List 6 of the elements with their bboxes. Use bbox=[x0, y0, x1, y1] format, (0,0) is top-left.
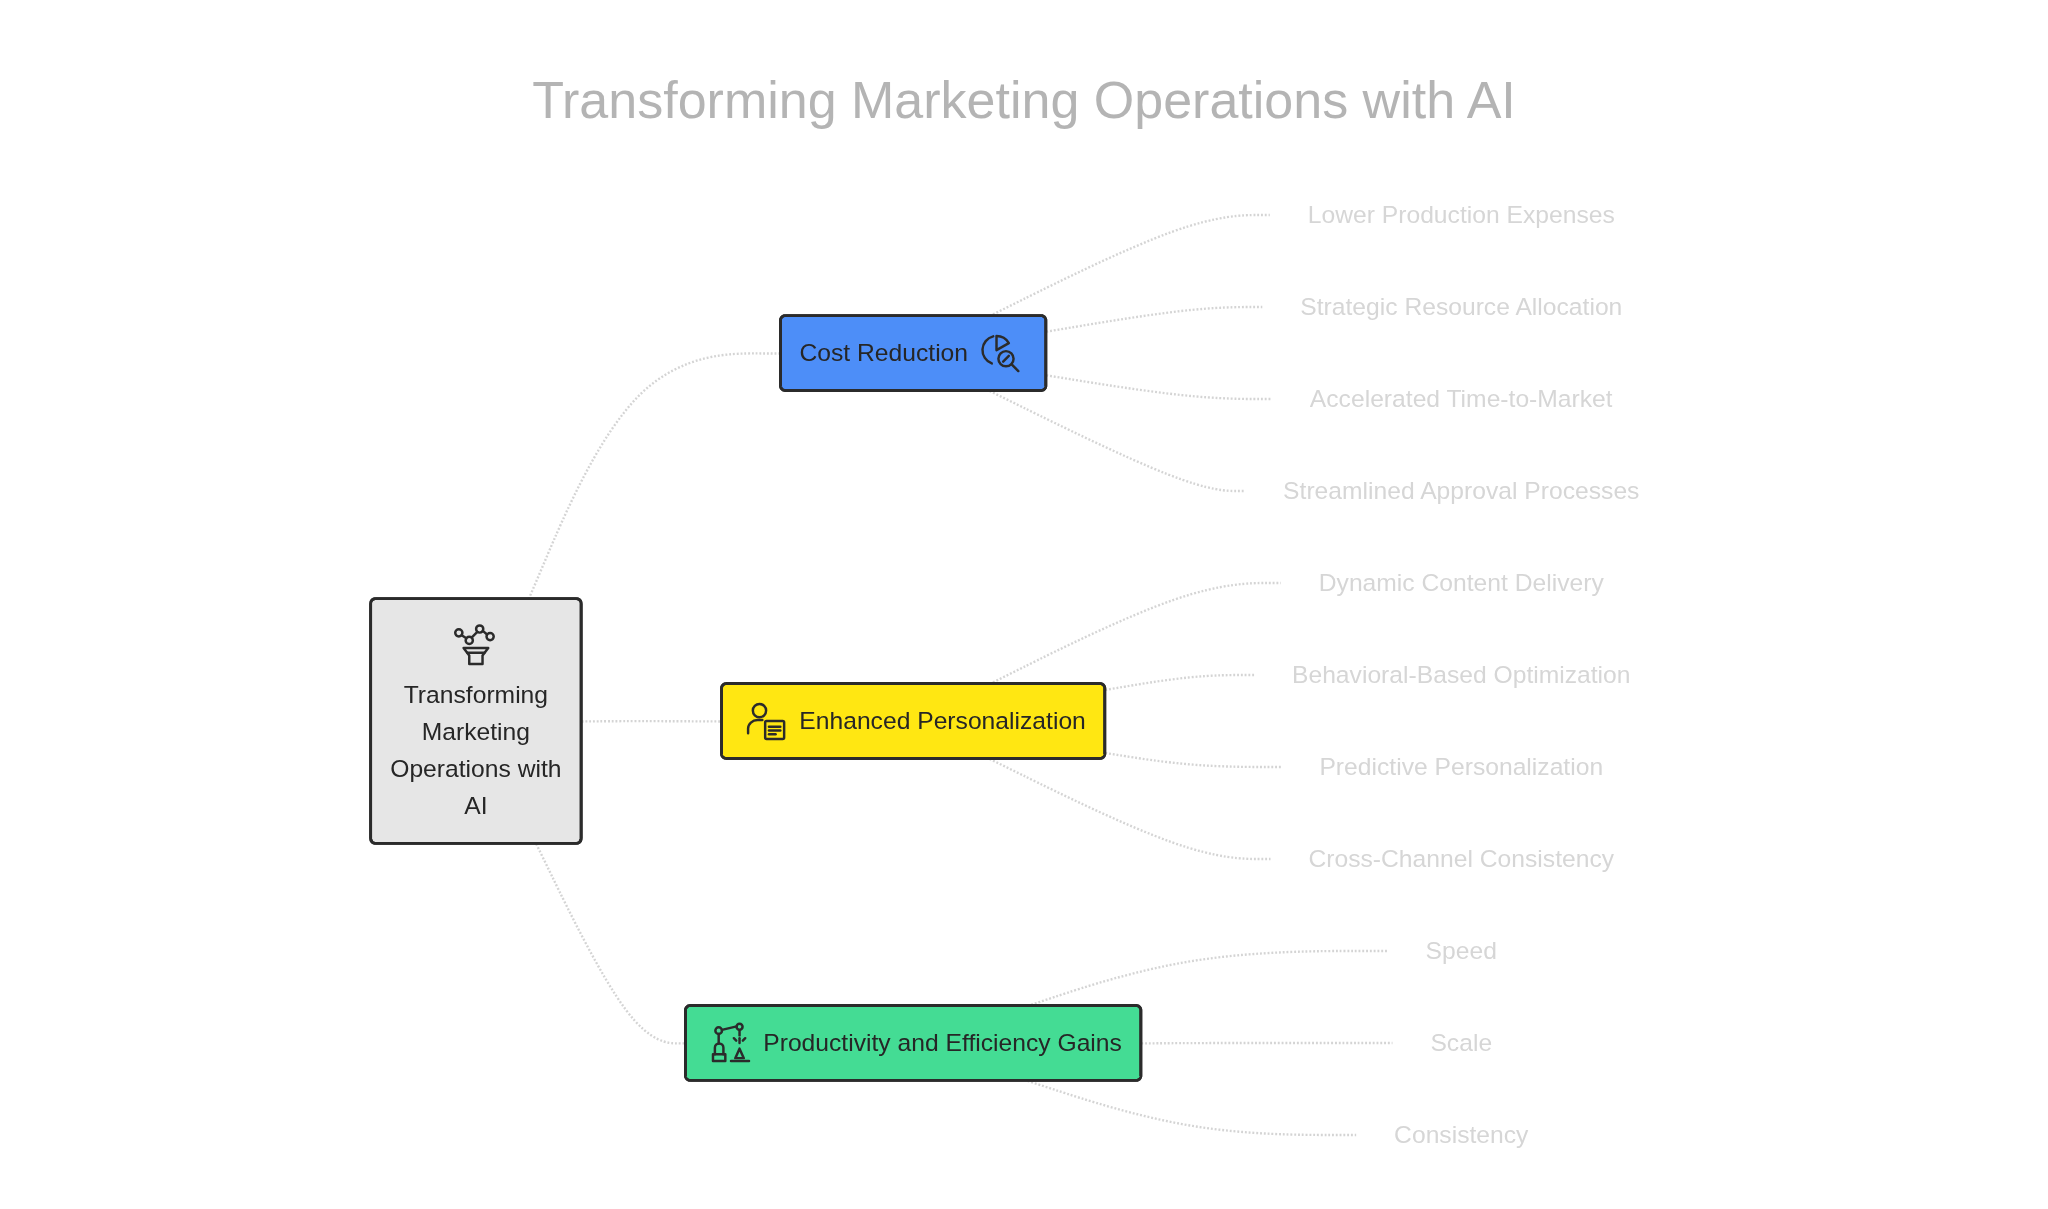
connector bbox=[1105, 673, 1255, 692]
connector bbox=[1046, 305, 1263, 333]
connector bbox=[1105, 751, 1282, 769]
connector bbox=[1046, 374, 1272, 401]
connector bbox=[1141, 1041, 1393, 1045]
diagram-title: Transforming Marketing Operations with AI bbox=[532, 70, 1516, 130]
